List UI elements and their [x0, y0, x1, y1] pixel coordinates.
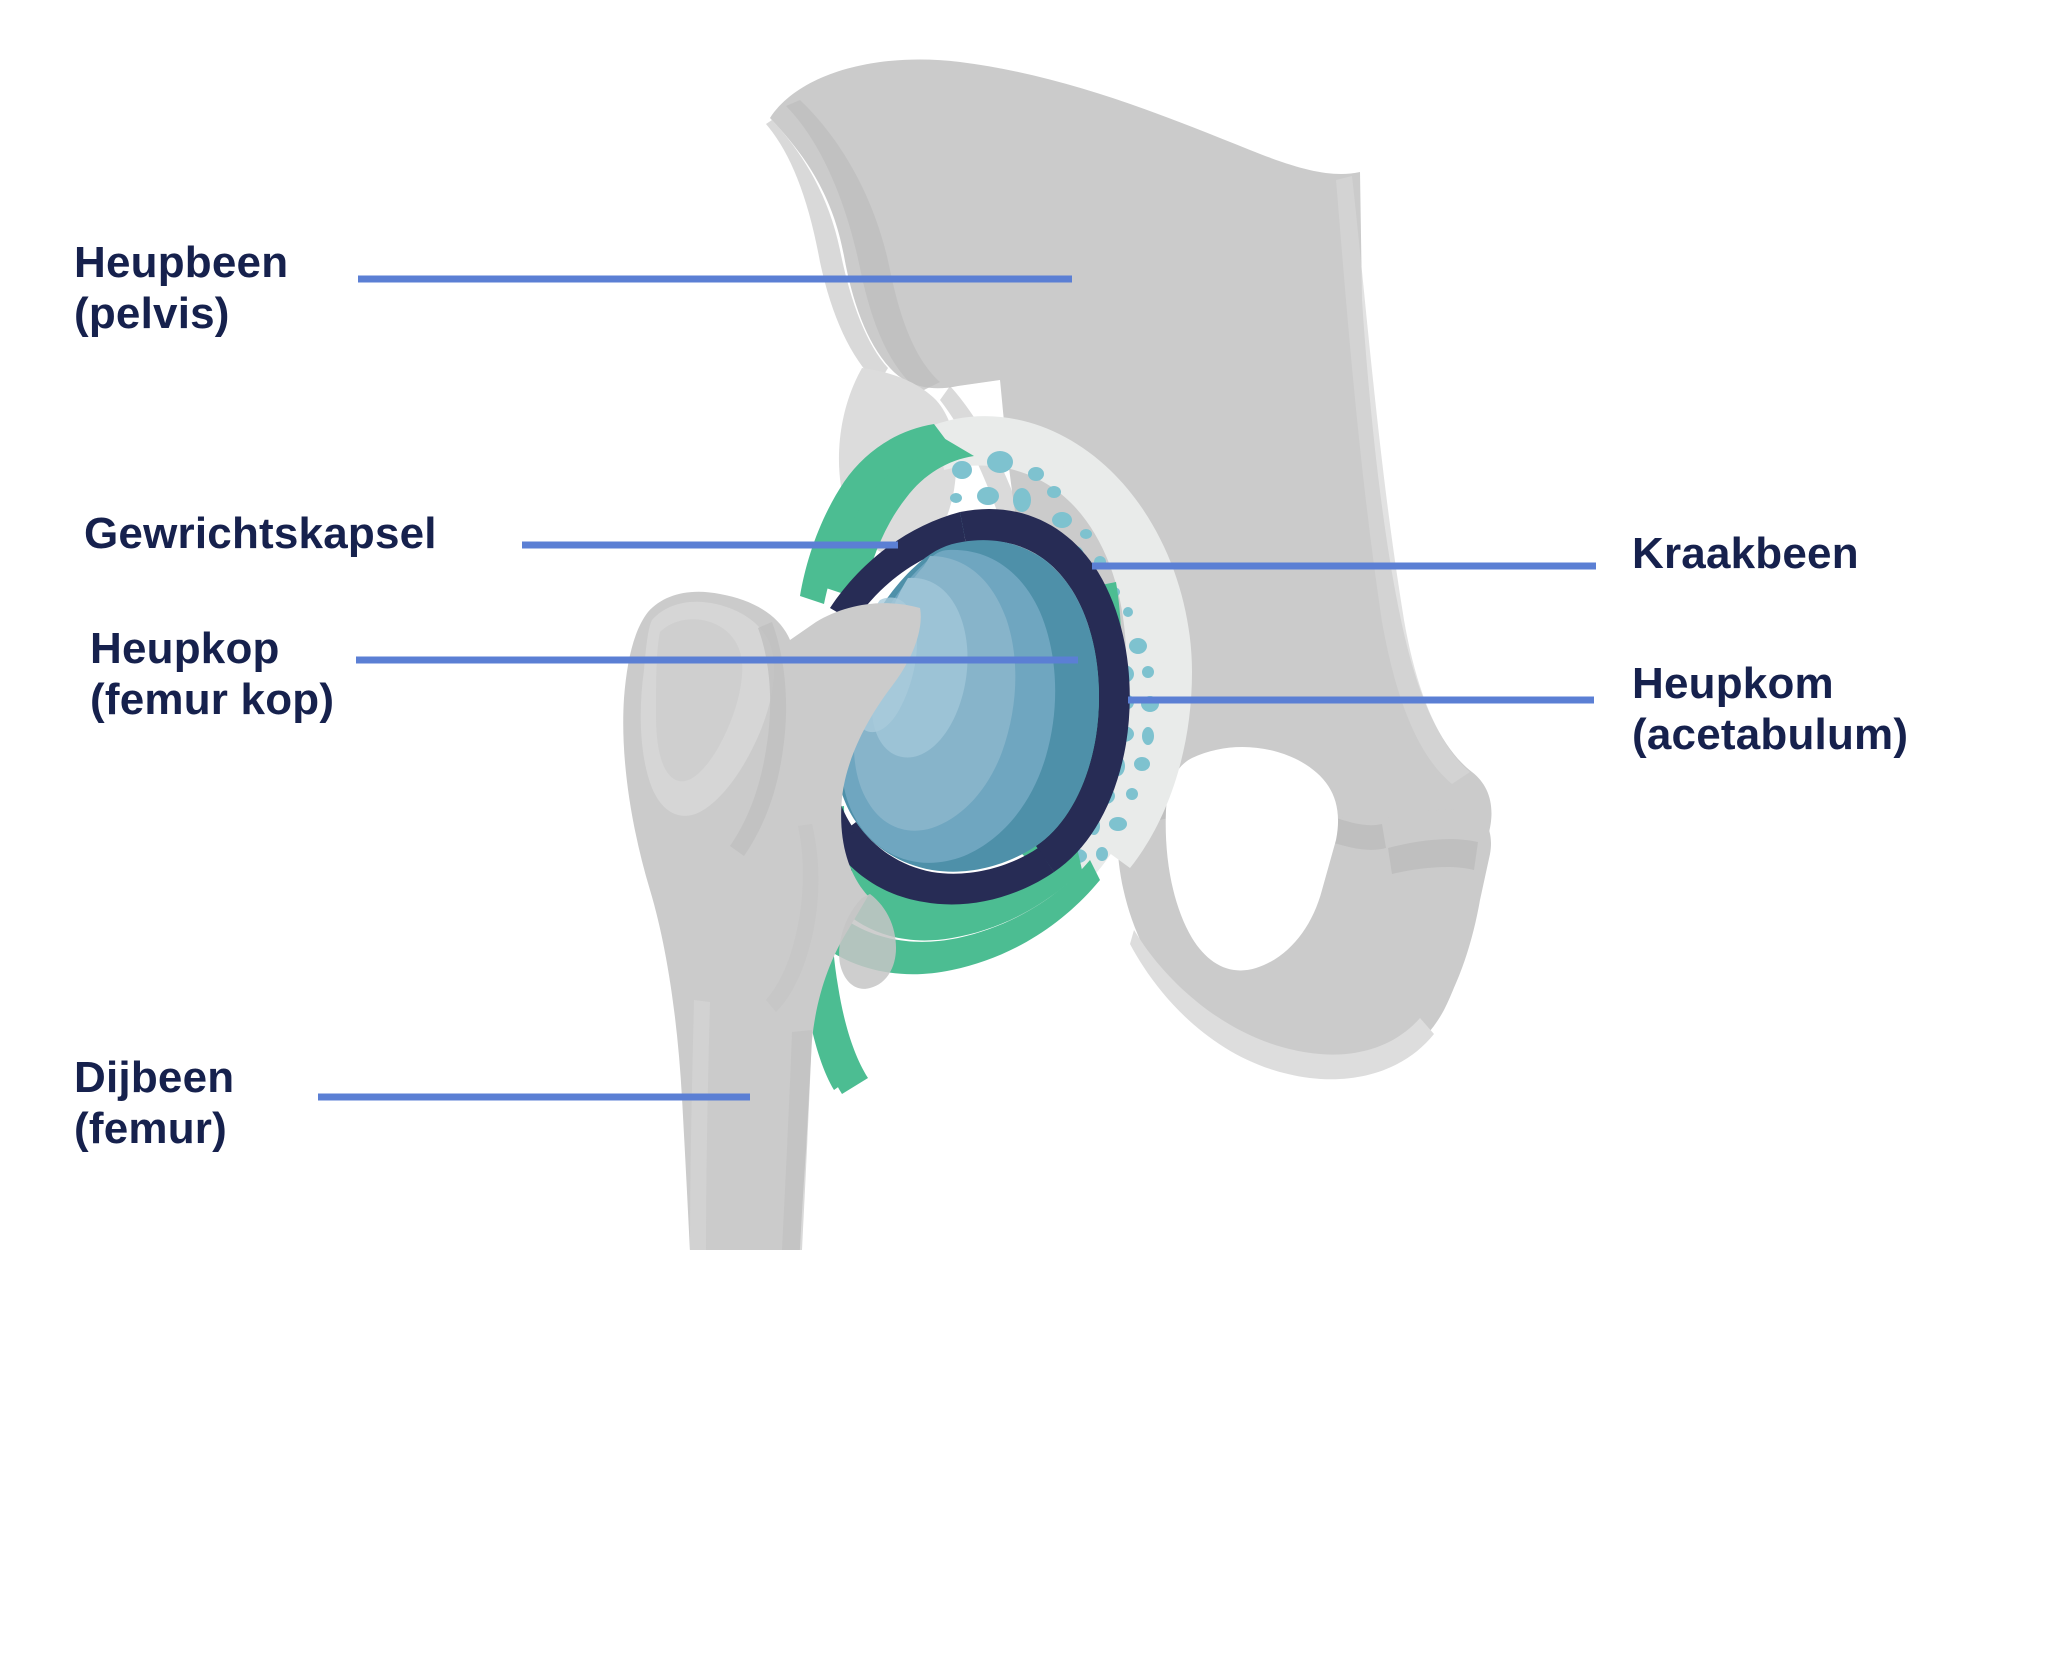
label-gewrichtskapsel: Gewrichtskapsel [84, 509, 437, 558]
leader-lines-group [318, 275, 1596, 1101]
label-kraakbeen: Kraakbeen [1632, 529, 1859, 578]
cartilage-arc-inferior [830, 822, 1054, 905]
shaft-left-highlight [690, 1000, 710, 1250]
label-heupkop: Heupkop (femur kop) [90, 624, 335, 725]
trochanter-fossa-shadow [730, 622, 787, 856]
iliac-crest-highlight [766, 120, 888, 384]
ilium-right-edge [1336, 176, 1470, 784]
ring-shadow-right [1388, 839, 1478, 874]
shaft-right-shadow [782, 1030, 812, 1250]
label-dijbeen: Dijbeen (femur) [74, 1053, 235, 1154]
capsule-upper [820, 430, 974, 600]
acetabulum-band-outer [926, 416, 1192, 868]
cartilage-arc-superior [960, 508, 1130, 872]
lesser-trochanter [839, 894, 896, 989]
label-heupbeen: Heupbeen (pelvis) [74, 238, 289, 339]
femur-neck-shadow [766, 824, 819, 1012]
obturator-foramen [1165, 746, 1339, 971]
iliac-crest-shadow [786, 100, 940, 392]
ring-shadow-bottom [1130, 930, 1434, 1080]
femur-bone [623, 591, 921, 1250]
label-heupkom: Heupkom (acetabulum) [1632, 659, 1909, 760]
capsule-upper-outer [800, 424, 952, 604]
cartilage-arc-anterior [830, 512, 966, 622]
